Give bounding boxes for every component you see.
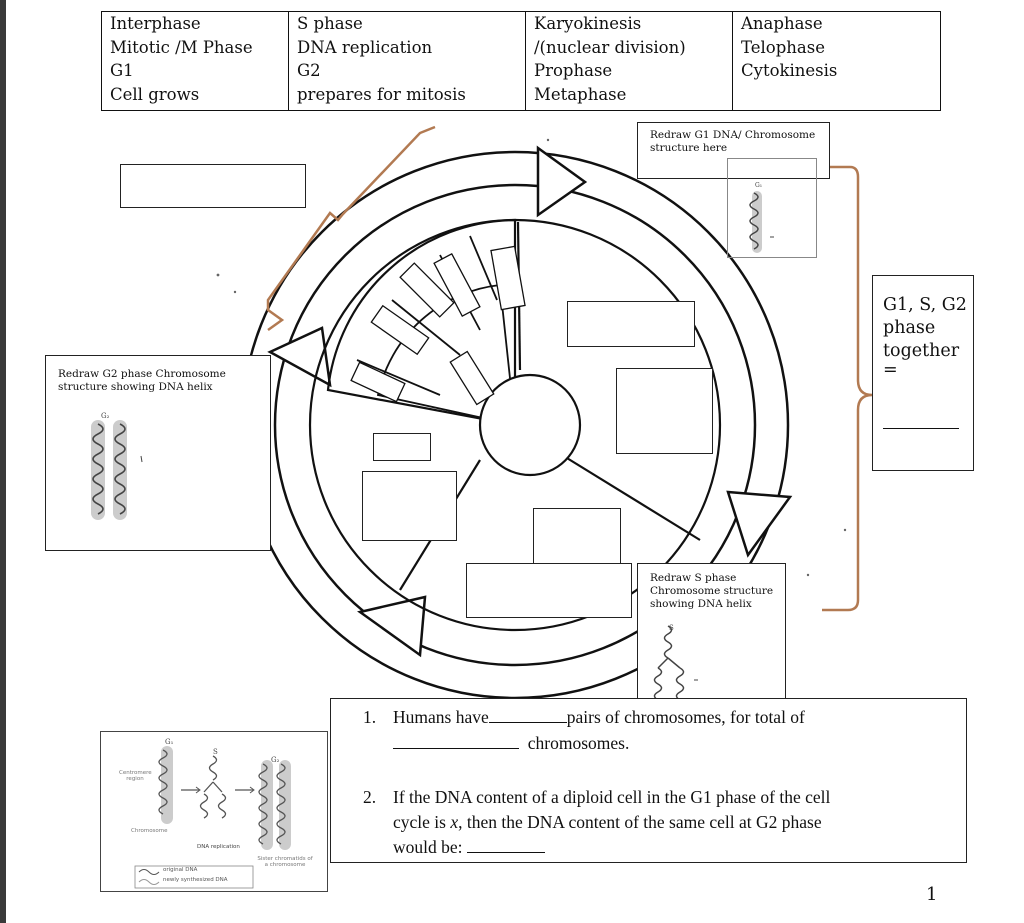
vocab-column-1: Interphase Mitotic /M Phase G1 Cell grow… <box>102 12 289 110</box>
g1-redraw-box[interactable]: Redraw G1 DNA/ Chromosome structure here <box>637 122 830 179</box>
interphase-answer-line[interactable] <box>883 428 959 429</box>
vocab-term: Karyokinesis <box>534 14 642 33</box>
equals-sign: = <box>883 360 898 380</box>
vocab-term: Interphase <box>110 14 201 33</box>
fig-replication-drawing <box>134 746 291 889</box>
question-1-text-a: Humans have <box>393 707 489 727</box>
vocab-column-2: S phase DNA replication G2 prepares for … <box>289 12 526 110</box>
interphase-summary-box[interactable]: G1, S, G2 phase together = <box>872 275 974 471</box>
ring-arrow-top <box>536 145 588 218</box>
scan-speck <box>843 528 847 532</box>
vocab-term: Mitotic /M Phase <box>110 37 253 57</box>
mitosis-blank-box <box>399 262 455 318</box>
fig-chromosome-label: Chromosome <box>131 828 168 834</box>
question-1-line-2: chromosomes. <box>393 731 629 756</box>
scan-speck <box>216 273 220 277</box>
question-1-text-b: pairs of chromosomes, for total of <box>566 707 805 727</box>
fig-g1-label: G₁ <box>165 738 174 746</box>
scan-speck <box>233 290 237 294</box>
outer-ring-inner <box>273 183 757 667</box>
question-2-text-c: , then the DNA content of the same cell … <box>458 812 822 832</box>
vocab-term: S phase <box>297 14 363 33</box>
vocab-column-3: Karyokinesis /(nuclear division) Prophas… <box>526 12 733 110</box>
mitosis-divider <box>356 359 441 396</box>
s-chromosome-icon <box>653 625 698 701</box>
g2-mini-label: G₂ <box>101 412 110 420</box>
vocab-term: Cell grows <box>110 84 200 104</box>
bracket-left <box>266 125 436 332</box>
question-1-number: 1. <box>363 707 377 727</box>
mitosis-divider <box>469 235 498 301</box>
question-2-text-b: cycle is <box>393 812 446 832</box>
mitosis-divider <box>391 299 461 356</box>
s-redraw-label: Redraw S phase Chromosome structure show… <box>650 572 774 610</box>
answer-box-s-label[interactable] <box>533 508 621 564</box>
g1-redraw-label: Redraw G1 DNA/ Chromosome structure here <box>650 129 816 154</box>
vocab-term: DNA replication <box>297 37 433 57</box>
scan-speck <box>546 138 550 142</box>
page-number: 1 <box>926 884 938 905</box>
fig-centromere-label: Centromere region <box>119 770 152 782</box>
sector-divider <box>561 454 701 541</box>
vocab-term: prepares for mitosis <box>297 84 466 104</box>
answer-box-top-left[interactable] <box>120 164 306 208</box>
answer-box-g1-label[interactable] <box>567 301 695 347</box>
total-chromosomes-blank[interactable] <box>393 732 519 749</box>
vocab-term: Metaphase <box>534 84 627 104</box>
question-1-line-1: Humans have pairs of chromosomes, for tot… <box>393 705 805 730</box>
center-circle <box>478 373 582 477</box>
questions-box: 1. Humans have pairs of chromosomes, for … <box>330 698 967 863</box>
g1-chromosome-image: G₁ <box>727 158 817 258</box>
mitosis-blank-box <box>490 245 526 311</box>
scan-speck <box>806 573 810 577</box>
answer-box-g2-sector[interactable] <box>362 471 457 541</box>
window-edge <box>0 0 6 923</box>
vocab-term: Telophase <box>741 37 825 57</box>
fig-sister-label: Sister chromatids of a chromosome <box>257 856 313 868</box>
mitosis-wedge <box>326 218 517 427</box>
s-mini-label: S <box>669 624 674 632</box>
vocab-column-4: Anaphase Telophase Cytokinesis <box>733 12 940 110</box>
vocab-term: /(nuclear division) <box>534 37 686 57</box>
question-2-variable: x <box>450 812 459 832</box>
question-1-text-c: chromosomes. <box>527 733 630 753</box>
fig-g2-label: G₂ <box>271 756 280 764</box>
fig-legend-new: newly synthesized DNA <box>163 877 228 883</box>
vocab-term: Prophase <box>534 61 613 80</box>
ring-arrow-right <box>726 490 793 558</box>
answer-box-g1-sector[interactable] <box>616 368 713 454</box>
mitosis-blank-box <box>370 304 430 356</box>
dna-content-blank[interactable] <box>466 836 545 853</box>
vocab-term: Cytokinesis <box>741 61 838 80</box>
fig-s-label: S <box>213 748 218 756</box>
mitosis-blank-box <box>350 361 406 403</box>
ring-arrow-left <box>267 326 332 388</box>
vocab-term: G1 <box>110 61 134 80</box>
question-2-number: 2. <box>363 787 377 807</box>
g2-redraw-box[interactable]: Redraw G2 phase Chromosome structure sho… <box>45 355 271 551</box>
fig-legend-original: original DNA <box>163 867 198 873</box>
bracket-right <box>822 165 873 612</box>
vocabulary-table: Interphase Mitotic /M Phase G1 Cell grow… <box>101 11 941 111</box>
pairs-blank[interactable] <box>488 706 567 723</box>
s-redraw-box[interactable]: Redraw S phase Chromosome structure show… <box>637 563 786 708</box>
question-2-line-2: cycle is x, then the DNA content of the … <box>393 810 822 835</box>
mitosis-blank-box <box>449 350 495 406</box>
g1-mini-label: G₁ <box>755 182 763 189</box>
answer-box-g2-label[interactable] <box>373 433 431 461</box>
dna-replication-figure: G₁ S G₂ Centromere region Chromosome DNA… <box>100 731 328 892</box>
g2-chromosome-icon <box>91 420 143 520</box>
mitosis-blank-box <box>433 252 481 318</box>
interphase-summary-label: G1, S, G2 phase together <box>883 295 967 361</box>
ring-arrow-bottom <box>357 595 427 658</box>
vocab-term: G2 <box>297 61 321 80</box>
fig-replication-label: DNA replication <box>197 844 240 850</box>
question-2-text-d: would be: <box>393 837 463 857</box>
g1-chromosome-icon <box>749 191 774 253</box>
question-2-line-1: If the DNA content of a diploid cell in … <box>393 787 831 807</box>
g2-redraw-label: Redraw G2 phase Chromosome structure sho… <box>58 368 226 393</box>
question-2-line-3: would be: <box>393 835 545 860</box>
vocab-term: Anaphase <box>741 14 823 33</box>
answer-box-s-sector[interactable] <box>466 563 632 618</box>
